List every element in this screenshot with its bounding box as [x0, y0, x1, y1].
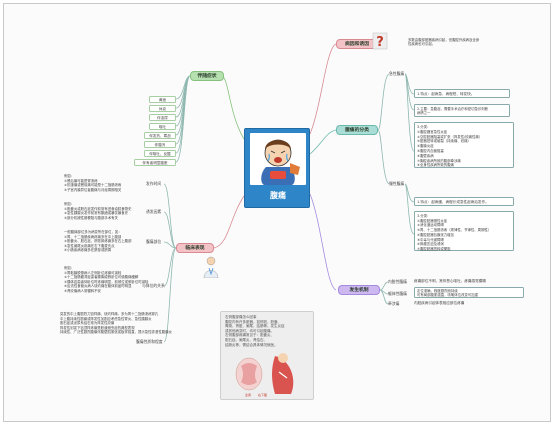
abdomen-illustration	[231, 350, 305, 396]
somatic-pain-label[interactable]: 躯体性腹痛	[388, 291, 407, 296]
clinical-item-label[interactable]: 腹痛性质和程度	[136, 339, 163, 344]
note-card[interactable]: 右侧腹部痛怎么回事 腹腔内有许多脏器，如肝脏、胆囊、 胃肠、肾脏、阑尾、结肠等。…	[220, 311, 314, 400]
symptom-item[interactable]: 伴发热、寒战	[144, 132, 176, 139]
illustration-caption: 患者 右下腹	[245, 393, 267, 397]
visceral-pain-label[interactable]: 内脏性腹痛	[388, 279, 407, 284]
referred-pain-label[interactable]: 牵涉痛	[388, 301, 400, 306]
clinical-label: 临床表现	[185, 246, 205, 251]
chronic-features-box: 1.特点：起病缓、病程长或急性起病后发作。	[414, 197, 514, 206]
classification-label: 腹痛的分类	[345, 128, 369, 133]
symptom-item[interactable]: 伴腹泻	[144, 141, 176, 148]
clinical-node[interactable]: 临床表现	[176, 243, 214, 253]
mechanism-label: 发生机制	[349, 288, 369, 293]
causes-text: 多数由腹部脏器疾病引起，但腹腔外疾病及全身 性疾病也可引起。	[408, 38, 480, 47]
central-topic[interactable]: 腹痛	[244, 128, 310, 208]
connector-lines	[163, 43, 415, 343]
crying-child-illustration	[250, 133, 306, 185]
chronic-pain-label[interactable]: 慢性腹痛	[389, 181, 405, 186]
symptom-item[interactable]: 休克	[149, 105, 176, 112]
clinical-item-text: 例如： ①餐后痛可能是胃溃疡 ②饥饿痛或餐前痛可能是十二指肠溃疡 ③子宫内膜异位…	[64, 174, 122, 192]
acute-main-box: 2.主要：急腹症，需要手术治疗和密切急诊判断 病情之一	[414, 104, 510, 117]
svg-text:?: ?	[376, 35, 384, 50]
mind-map-canvas: 腹痛 病因和诱因 ? 多数由腹部脏器疾病引起，但腹腔外疾病及全身 性疾病也可引起…	[3, 3, 551, 422]
acute-types-box: 3.分类： ①腹腔器官急性炎症 ②空腔脏器阻塞或扩张（阵发性/绞痛性痛） ③脏器…	[414, 122, 514, 168]
causes-label: 病因和诱因	[345, 42, 369, 47]
clinical-item-text: 例如： ①胃黏膜脱垂病人左侧卧位疼痛可减轻 ②十二指肠壅滞症患者膝胸或俯卧位可使…	[64, 266, 149, 293]
symptom-item[interactable]: 伴呕吐、反酸	[144, 150, 176, 157]
clinical-item-label[interactable]: 与体位的关系	[142, 283, 165, 288]
chronic-types-box: 3.分类： ①腹腔脏器慢性炎症 ②消化道运动障碍 ③胃、十二指肠溃疡（规律性、节…	[414, 211, 514, 251]
clinical-item-label[interactable]: 诱发因素	[146, 209, 162, 214]
symptom-item[interactable]: 伴有者明显腹胀	[134, 159, 176, 166]
clinical-item-text: 一般腹痛部位多为病变所在部位，如： ①胃、十二指肠疾病疼痛多在中上腹部 ②胆囊炎…	[64, 230, 132, 253]
symptom-item[interactable]: 黄疸	[149, 96, 176, 103]
doctor-illustration	[202, 256, 220, 279]
clinical-item-label[interactable]: 腹痛部位	[146, 239, 162, 244]
clinical-item-text: 例如： ①胆囊炎或胆石症发作前常有进食油腻食物史 ②急性胰腺炎发作前常有酗酒或暴…	[64, 202, 132, 220]
somatic-pain-box: 定位准确，程度剧烈而持续 可有局部腹肌强直，咳嗽体位改变可加重	[414, 287, 524, 298]
referred-pain-desc: 内脏疾病引起体表相应部位疼痛	[414, 301, 465, 305]
note-text: 右侧腹部痛怎么回事 腹腔内有许多脏器，如肝脏、胆囊、 胃肠、肾脏、阑尾、结肠等。…	[225, 315, 285, 347]
symptom-item[interactable]: 伴血尿	[149, 114, 176, 121]
clinical-item-text: 突发的中上腹剧烈刀割样痛、烧灼样痛，多为胃十二指肠溃疡穿孔 中上腹持续性剧痛或阵…	[60, 312, 172, 335]
acute-features-box: 1.特点：起病急、病程短、转变快。	[414, 89, 510, 98]
clinical-item-label[interactable]: 发作时间	[146, 181, 162, 186]
acute-pain-label[interactable]: 急性腹痛	[389, 71, 405, 76]
classification-node[interactable]: 腹痛的分类	[336, 125, 378, 135]
mechanism-node[interactable]: 发生机制	[338, 285, 380, 295]
question-mark-icon: ?	[371, 31, 389, 51]
symptom-item[interactable]: 呕吐	[149, 123, 176, 130]
symptoms-node[interactable]: 伴随症状	[190, 71, 224, 81]
visceral-pain-desc: 疼痛部位不明，常伴恶心呕吐，疼痛感觉模糊	[414, 279, 486, 283]
central-topic-title: 腹痛	[270, 191, 286, 200]
symptoms-label: 伴随症状	[197, 74, 217, 79]
